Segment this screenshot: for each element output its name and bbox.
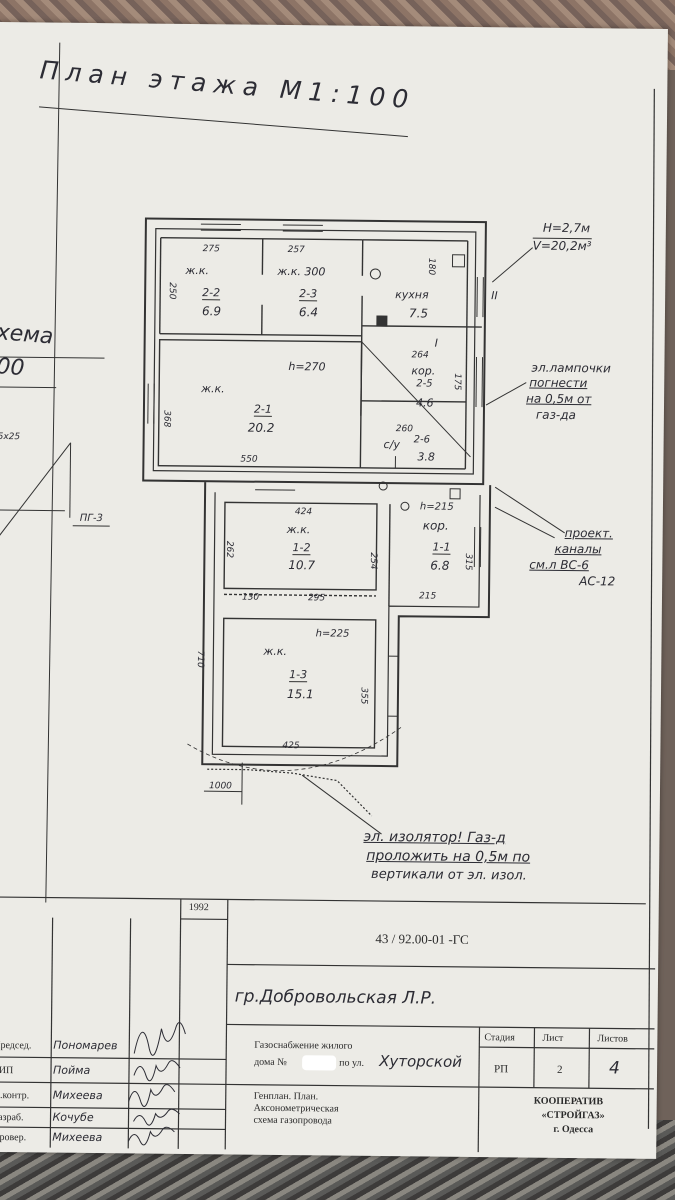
drawing-sheet: План этажа М1:100 хема 00 5x25 ПГ-3 Н=2,… <box>0 22 668 1159</box>
signatures <box>127 1022 186 1146</box>
floor-plan-drawing <box>0 42 656 1153</box>
